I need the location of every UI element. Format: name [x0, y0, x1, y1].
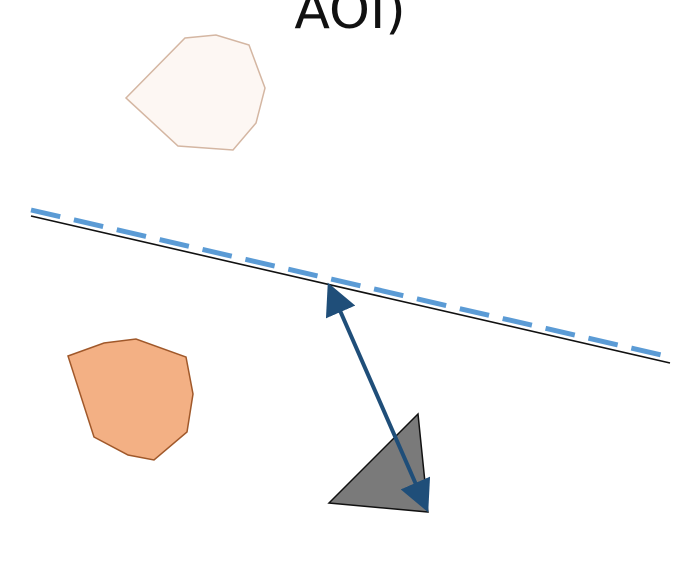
light-polygon [124, 34, 266, 151]
gray-triangle [327, 412, 429, 513]
title-text: AOI) [294, 0, 405, 41]
orange-polygon [67, 338, 194, 461]
double-arrow [325, 282, 431, 513]
